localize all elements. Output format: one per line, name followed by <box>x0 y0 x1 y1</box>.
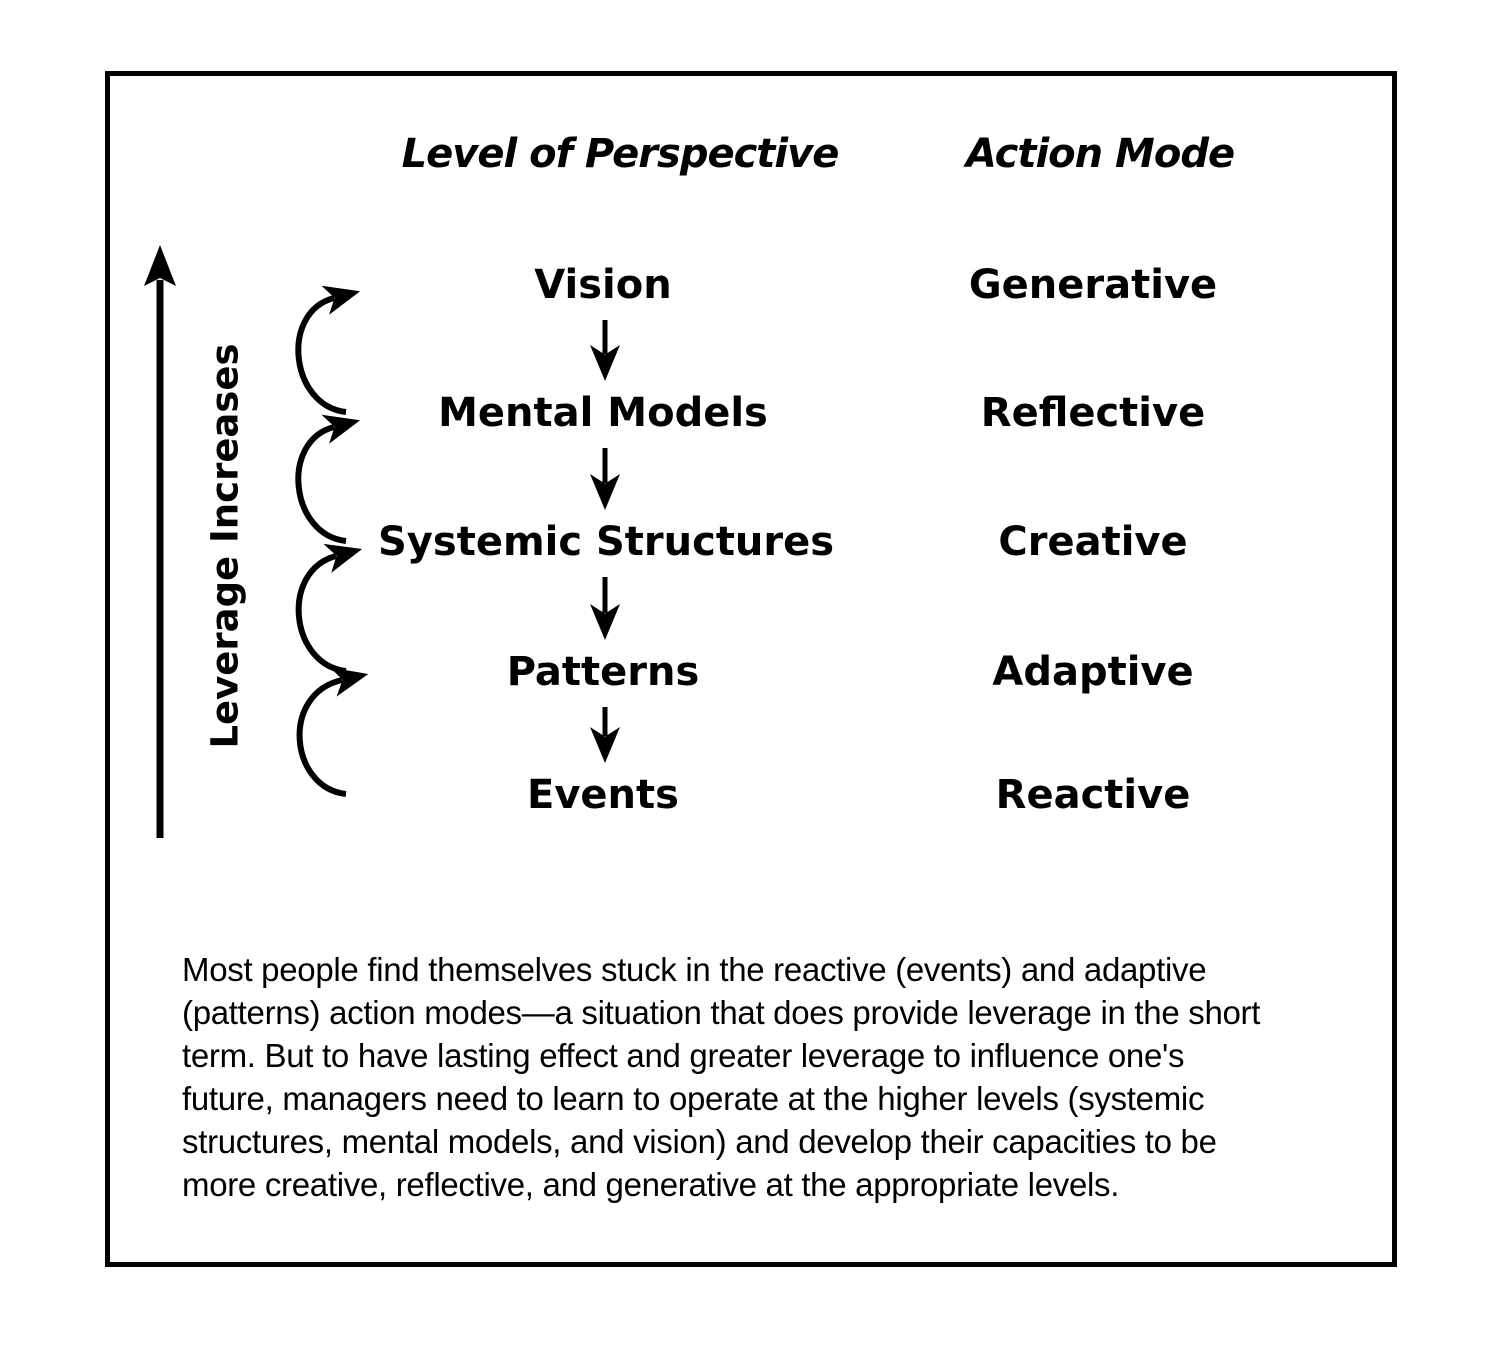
caption-line: structures, mental models, and vision) a… <box>182 1123 1217 1160</box>
leverage-increases-label: Leverage Increases <box>203 343 247 749</box>
caption-line: term. But to have lasting effect and gre… <box>182 1037 1185 1074</box>
loop-arrow-mental-models-to-vision <box>295 285 361 415</box>
diagram-arrows <box>144 245 620 838</box>
leverage-up-arrow-icon <box>144 245 176 838</box>
level-patterns: Patterns <box>506 649 700 695</box>
mode-reactive: Reactive <box>995 772 1191 818</box>
header-level-of-perspective: Level of Perspective <box>401 131 840 177</box>
caption-line: more creative, reflective, and generativ… <box>182 1166 1120 1203</box>
loop-arrow-patterns-to-systemic-structures <box>295 543 363 674</box>
level-events: Events <box>527 772 679 818</box>
level-mental-models: Mental Models <box>438 390 768 436</box>
loop-arrow-events-to-patterns <box>296 667 369 797</box>
level-systemic-structures: Systemic Structures <box>378 519 835 565</box>
caption-paragraph: Most people find themselves stuck in the… <box>182 948 1367 1206</box>
caption-line: (patterns) action modes—a situation that… <box>182 994 1261 1031</box>
level-vision: Vision <box>534 262 672 308</box>
diagram-frame: Level of Perspective Action Mode Leverag… <box>105 71 1397 1267</box>
mode-reflective: Reflective <box>980 390 1206 436</box>
loop-arrow-systemic-structures-to-mental-models <box>295 414 361 544</box>
mode-creative: Creative <box>998 519 1188 565</box>
caption-line: future, managers need to learn to operat… <box>182 1080 1205 1117</box>
header-action-mode: Action Mode <box>965 131 1235 177</box>
mode-adaptive: Adaptive <box>992 649 1194 695</box>
mode-generative: Generative <box>968 262 1218 308</box>
caption-line: Most people find themselves stuck in the… <box>182 951 1207 988</box>
